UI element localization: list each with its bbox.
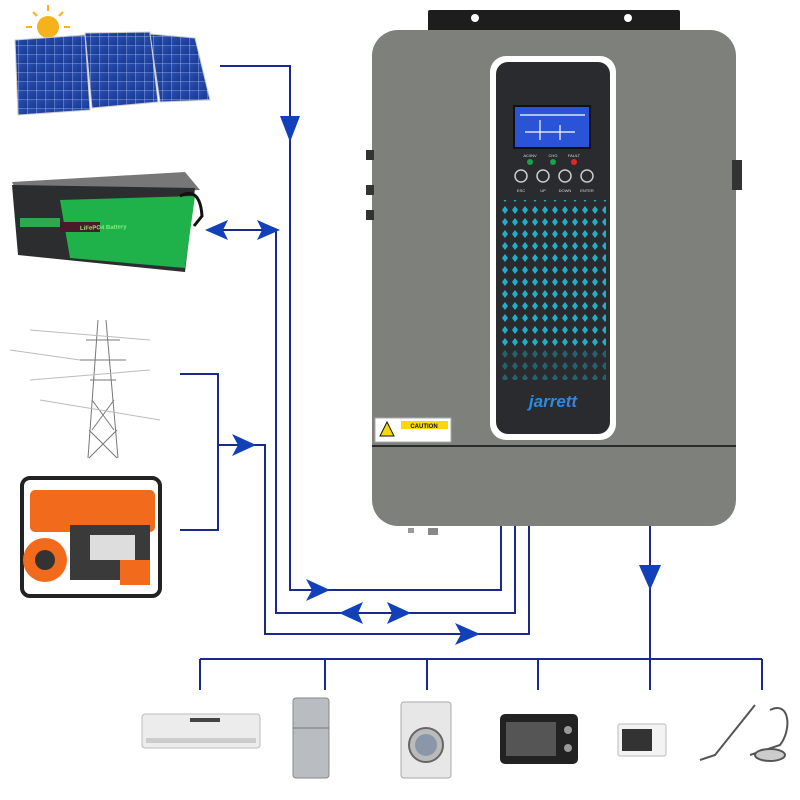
enter-label: ENTER xyxy=(580,188,594,193)
indicator-fault: FAULT xyxy=(568,153,581,158)
arrow-down-icon xyxy=(639,565,661,590)
arrow-right-icon xyxy=(257,220,280,240)
esc-label: ESC xyxy=(517,188,525,193)
microwave xyxy=(617,723,667,757)
washing-machine xyxy=(400,701,452,779)
arrow-left-icon xyxy=(205,220,228,240)
svg-text:CAUTION: CAUTION xyxy=(410,424,437,430)
indicator-ac-inv: AC/INV xyxy=(523,153,537,158)
arrow-left-icon xyxy=(339,602,363,624)
arrow-down-icon xyxy=(280,116,300,142)
down-label: DOWN xyxy=(559,188,572,193)
esc-button[interactable] xyxy=(514,169,528,183)
output-line xyxy=(199,526,763,690)
down-button[interactable] xyxy=(558,169,572,183)
oven xyxy=(500,714,578,764)
arrow-right-icon xyxy=(306,579,330,601)
arrow-right-icon xyxy=(232,434,256,456)
up-button[interactable] xyxy=(536,169,550,183)
brand-logo: jarrett xyxy=(527,392,579,411)
hybrid-inverter: AC/INV CHG FAULT ESC UP DOWN ENTER jarre… xyxy=(366,10,742,535)
arrow-right-icon xyxy=(387,602,411,624)
caution-label: CAUTION xyxy=(374,417,452,443)
indicator-chg: CHG xyxy=(549,153,558,158)
solar-panels xyxy=(14,5,211,116)
refrigerator xyxy=(292,697,330,779)
sun-icon xyxy=(37,16,59,38)
lifepo4-battery: LiFePO4 Battery xyxy=(12,172,204,272)
generator xyxy=(20,476,162,598)
solar-line xyxy=(220,65,502,591)
battery-line xyxy=(210,229,516,614)
vacuum-cleaner xyxy=(699,704,789,762)
flow-arrows xyxy=(205,116,661,645)
enter-button[interactable] xyxy=(580,169,594,183)
connection-lines xyxy=(180,65,763,690)
battery-type-label: LiFePO4 Battery xyxy=(80,224,128,232)
power-grid-tower xyxy=(9,319,161,459)
up-label: UP xyxy=(540,188,546,193)
air-conditioner xyxy=(141,713,261,749)
lcd-display xyxy=(513,105,591,149)
arrow-right-icon xyxy=(455,623,480,645)
